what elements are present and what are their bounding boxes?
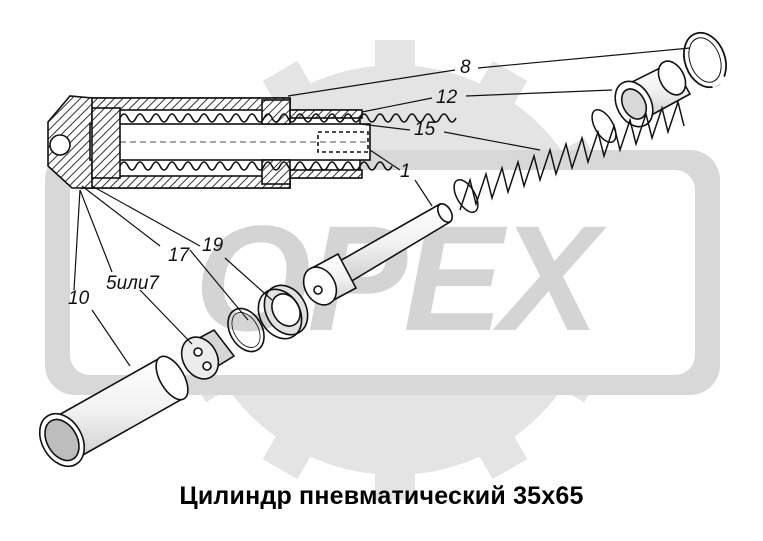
spring-part-15 (453, 99, 685, 213)
callout-15: 15 (414, 119, 436, 140)
bushing-part-12 (614, 60, 692, 128)
o-ring-part-17 (227, 307, 265, 353)
callout-1: 1 (400, 161, 411, 182)
leader-lines (73, 47, 691, 367)
callout-12: 12 (436, 87, 458, 108)
end-cap-part-5-or-7 (180, 328, 236, 380)
callout-10: 10 (68, 288, 90, 309)
cylinder-section-view (47, 95, 457, 189)
piston-seal-part-19 (257, 284, 309, 340)
watermark-text: OPEX (195, 194, 608, 362)
callout-5-or-7: 5или7 (106, 273, 159, 294)
callout-19: 19 (202, 235, 224, 256)
callout-8: 8 (460, 57, 471, 78)
piston-rod-part-1 (302, 202, 454, 306)
drawing-caption: Цилиндр пневматический 35х65 (179, 482, 584, 510)
callout-17: 17 (168, 245, 190, 266)
retaining-ring-part-8 (683, 31, 727, 89)
cylinder-tube-part-10 (38, 355, 189, 468)
